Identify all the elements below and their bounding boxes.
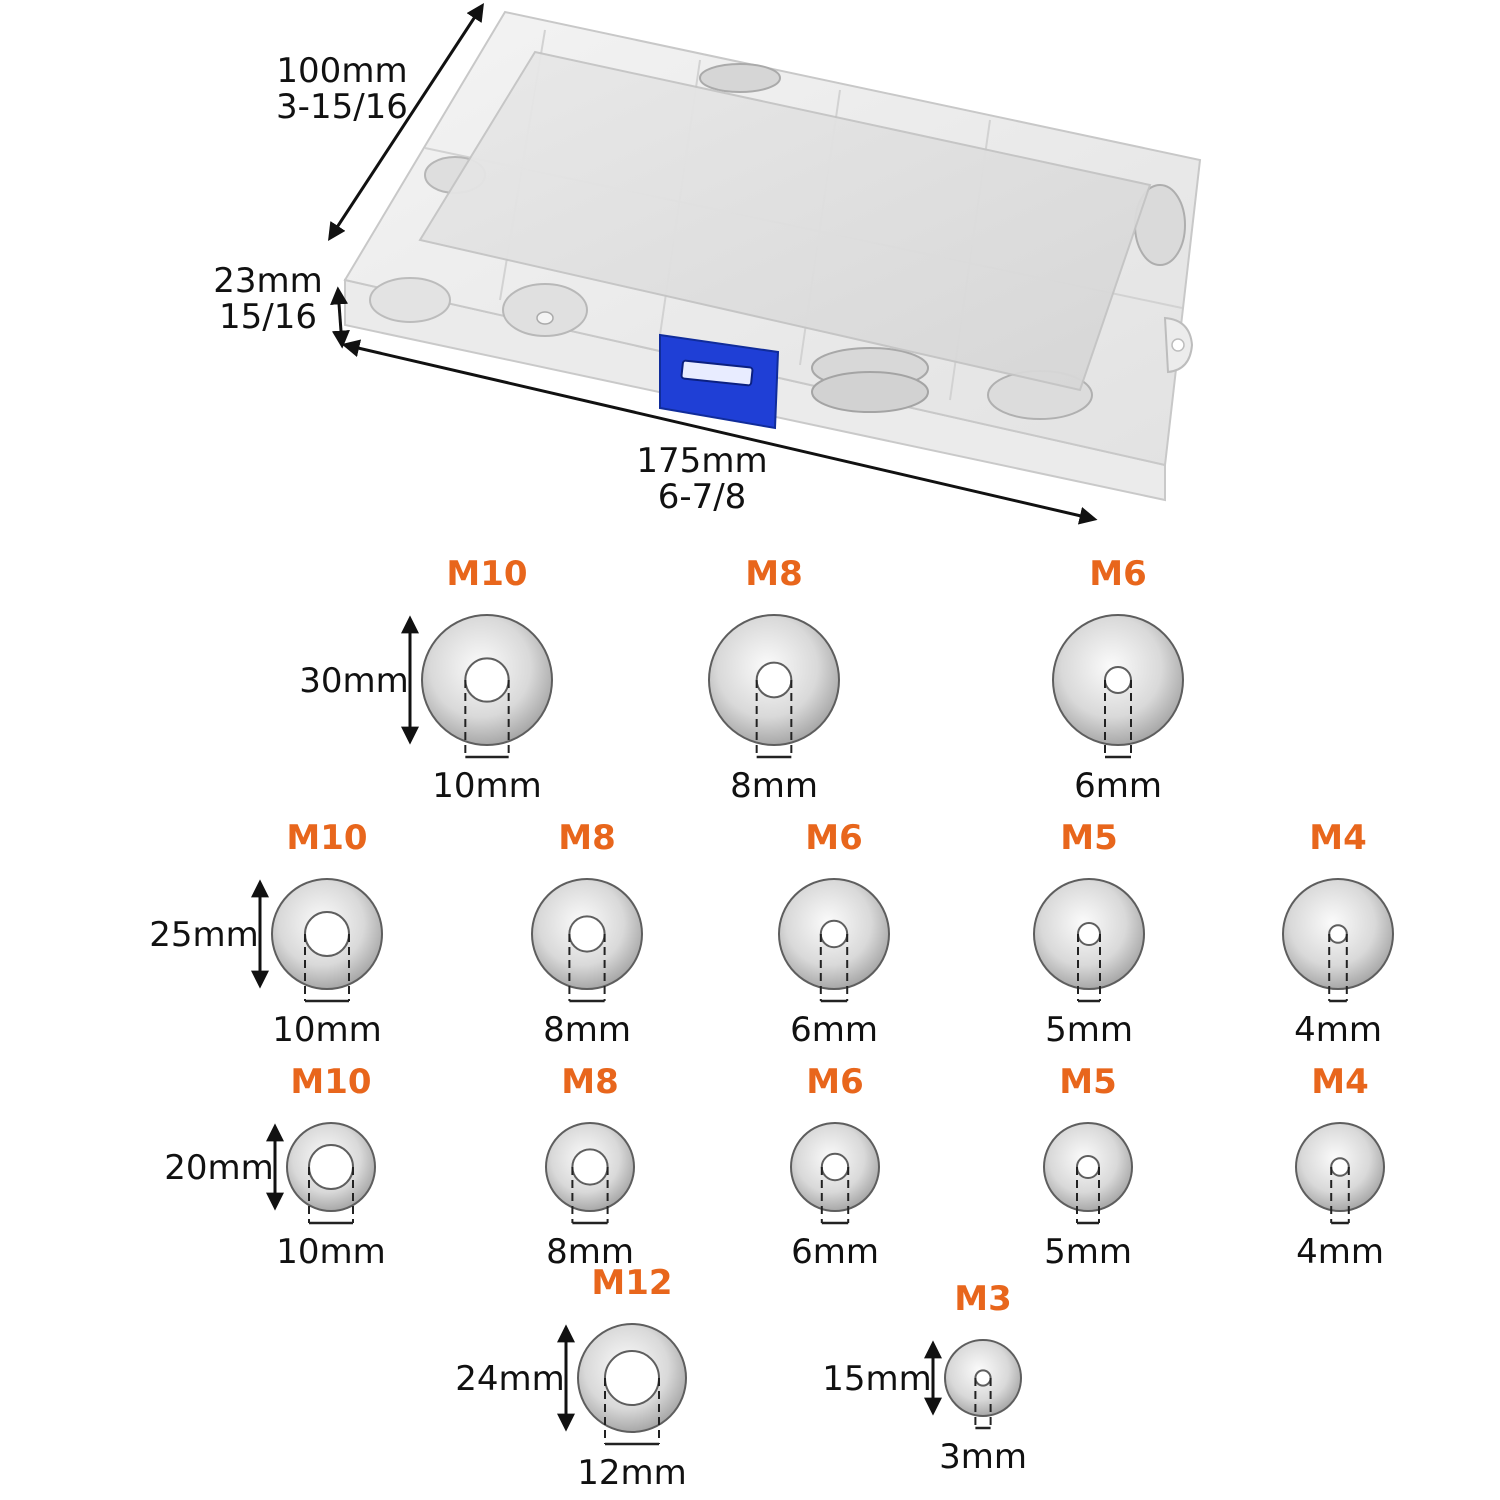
washer-row-20mm: 20mm M10 10mm M8 8mm M6 6mm M5 5mm M4 4mm [164, 1062, 1385, 1272]
washer-25mm-m10: M10 10mm [271, 818, 383, 1050]
height-arrow [330, 286, 350, 349]
hole-guide-lines [1330, 1167, 1350, 1223]
box-height-in: 15/16 [219, 297, 317, 337]
outer-diameter-label: 15mm [822, 1359, 932, 1399]
hole-diameter-label: 8mm [543, 1010, 631, 1050]
washer-hole [755, 661, 793, 699]
washer-size-label: M8 [745, 554, 803, 594]
washer-hole [974, 1369, 992, 1387]
hole-diameter-label: 6mm [791, 1232, 879, 1272]
washer-size-label: M5 [1060, 818, 1118, 858]
washer-hole [820, 1152, 850, 1182]
washer-size-label: M10 [286, 818, 367, 858]
hole-diameter-label: 10mm [276, 1232, 386, 1272]
washer-grid: 30mmM1010mmM88mmM66mm25mmM1010mmM88mmM66… [149, 554, 1394, 1493]
hole-guide-lines [974, 1378, 992, 1428]
washer-size-label: M3 [954, 1279, 1012, 1319]
washer-hole [571, 1148, 609, 1186]
hole-diameter-label: 4mm [1294, 1010, 1382, 1050]
washer-row-25mm: 25mm M10 10mm M8 8mm M6 6mm M5 5mm M4 4mm [149, 818, 1394, 1050]
washer-row-extra: 24mm M12 12mm 15mm M3 3mm [455, 1263, 1027, 1493]
washer-25mm-m5: M5 5mm [1033, 818, 1145, 1050]
washer-24mm-m12: M12 12mm [577, 1263, 687, 1493]
washer-20mm-m8: M8 8mm [545, 1062, 635, 1272]
washer-hole [1328, 924, 1348, 944]
length-arrow [341, 339, 1098, 525]
washer-25mm-m8: M8 8mm [531, 818, 643, 1050]
hole-guide-lines [604, 1378, 660, 1444]
hole-diameter-label: 6mm [1074, 766, 1162, 806]
hole-guide-lines [1328, 934, 1348, 1001]
depth-arrow [328, 2, 484, 242]
washer-hole [464, 657, 510, 703]
outer-diameter-label: 30mm [299, 661, 409, 701]
box-length-in: 6-7/8 [658, 477, 747, 517]
washer-size-label: M4 [1309, 818, 1367, 858]
hole-diameter-label: 6mm [790, 1010, 878, 1050]
hole-diameter-label: 3mm [939, 1437, 1027, 1477]
hole-guide-lines [568, 934, 606, 1001]
hole-guide-lines [571, 1167, 609, 1223]
washer-size-label: M6 [805, 818, 863, 858]
washer-size-label: M4 [1311, 1062, 1369, 1102]
washer-hole [1330, 1157, 1350, 1177]
box-depth-in: 3-15/16 [276, 87, 408, 127]
washer-hole [308, 1144, 354, 1190]
hole-diameter-label: 5mm [1044, 1232, 1132, 1272]
washer-30mm-m6: M6 6mm [1052, 554, 1184, 806]
box-latch [659, 333, 780, 430]
hole-diameter-label: 8mm [546, 1232, 634, 1272]
washer-size-label: M8 [561, 1062, 619, 1102]
washer-hole [819, 919, 849, 949]
hole-diameter-label: 12mm [577, 1453, 687, 1493]
washer-size-label: M12 [591, 1263, 672, 1303]
washer-size-label: M8 [558, 818, 616, 858]
washer-20mm-m5: M5 5mm [1043, 1062, 1133, 1272]
box-dimensions: 100mm 3-15/16 23mm 15/16 175mm 6-7/8 [213, 2, 1098, 525]
hole-diameter-label: 4mm [1296, 1232, 1384, 1272]
box-depth-mm: 100mm [276, 51, 407, 91]
hole-guide-lines [308, 1167, 354, 1223]
washer-20mm-m10: M10 10mm [276, 1062, 386, 1272]
washer-hole [1104, 666, 1132, 694]
washer-15mm-m3: M3 3mm [939, 1279, 1027, 1477]
box-length-mm: 175mm [636, 441, 767, 481]
hole-diameter-label: 10mm [432, 766, 542, 806]
washer-size-label: M6 [806, 1062, 864, 1102]
washer-size-label: M5 [1059, 1062, 1117, 1102]
washer-size-label: M6 [1089, 554, 1147, 594]
box-height-mm: 23mm [213, 261, 323, 301]
washer-size-label: M10 [290, 1062, 371, 1102]
outer-diameter-label: 24mm [455, 1359, 565, 1399]
washer-25mm-m6: M6 6mm [778, 818, 890, 1050]
outer-diameter-label: 25mm [149, 915, 259, 955]
hole-diameter-label: 5mm [1045, 1010, 1133, 1050]
washer-30mm-m10: M10 10mm [421, 554, 553, 806]
hole-guide-lines [1077, 934, 1101, 1001]
hole-guide-lines [1076, 1167, 1100, 1223]
washer-hole [604, 1350, 660, 1406]
hole-guide-lines [820, 1167, 850, 1223]
outer-diameter-label: 20mm [164, 1148, 274, 1188]
washer-30mm-m8: M8 8mm [708, 554, 840, 806]
washer-20mm-m6: M6 6mm [790, 1062, 880, 1272]
washer-size-label: M10 [446, 554, 527, 594]
washer-20mm-m4: M4 4mm [1295, 1062, 1385, 1272]
washer-hole [304, 911, 350, 957]
storage-box [343, 10, 1202, 502]
hole-diameter-label: 8mm [730, 766, 818, 806]
washer-hole [1076, 1155, 1100, 1179]
hole-guide-lines [304, 934, 350, 1001]
hole-diameter-label: 10mm [272, 1010, 382, 1050]
hole-guide-lines [819, 934, 849, 1001]
washer-25mm-m4: M4 4mm [1282, 818, 1394, 1050]
washer-hole [1077, 922, 1101, 946]
washer-row-30mm: 30mm M10 10mm M8 8mm M6 6mm [299, 554, 1184, 806]
washer-hole [568, 915, 606, 953]
